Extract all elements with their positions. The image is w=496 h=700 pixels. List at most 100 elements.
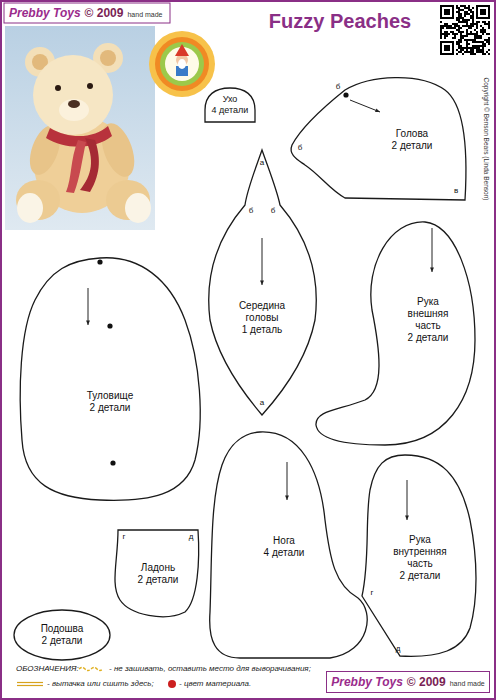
piece-count: 2 детали xyxy=(385,570,455,582)
seam-mark: б xyxy=(271,206,276,215)
body-piece: Туловище2 детали xyxy=(15,252,210,507)
piece-name: Ухо xyxy=(204,94,256,105)
head-piece: Голова2 детали xyxy=(286,70,472,204)
brand-year: © 2009 xyxy=(85,6,124,20)
qr-code xyxy=(438,3,492,57)
placement-dot xyxy=(343,92,348,97)
grain-line xyxy=(287,462,288,500)
piece-label: Подошва2 детали xyxy=(22,623,102,647)
piece-name: Туловище xyxy=(65,390,155,402)
seam-mark: а xyxy=(260,398,264,407)
color-swatch xyxy=(168,680,176,688)
piece-count: 2 детали xyxy=(65,402,155,414)
dart-line-sample xyxy=(16,680,44,688)
brand-name: Prebby Toys xyxy=(9,6,81,20)
cut-line xyxy=(316,222,475,445)
piece-name: Нога xyxy=(249,535,319,547)
brand-note: hand made xyxy=(450,680,485,687)
seam-mark: д xyxy=(396,644,401,653)
piece-count: 4 детали xyxy=(204,105,256,116)
placement-dot xyxy=(107,323,112,328)
legend-heading: ОБОЗНАЧЕНИЯ: xyxy=(16,664,79,673)
piece-count: 2 детали xyxy=(123,574,193,586)
opening-line-sample xyxy=(78,665,106,673)
piece-count: 4 детали xyxy=(249,547,319,559)
piece-label: Голова2 детали xyxy=(372,128,452,152)
seam-mark: в xyxy=(454,186,458,195)
grain-line xyxy=(262,238,263,285)
grain-arrowhead xyxy=(430,267,434,272)
brand-name: Prebby Toys xyxy=(331,675,403,689)
legend-text: - не зашивать, оставить место для вывора… xyxy=(109,664,311,673)
cut-line xyxy=(205,88,255,122)
grain-arrowhead xyxy=(260,280,264,285)
legend-item: - не зашивать, оставить место для вывора… xyxy=(78,664,311,673)
brand-note: hand made xyxy=(127,11,162,18)
sole-piece: Подошва2 детали xyxy=(12,608,112,662)
piece-name: Голова xyxy=(372,128,452,140)
leg-piece: Нога4 детали xyxy=(204,428,374,664)
piece-label: Нога4 детали xyxy=(249,535,319,559)
grain-line xyxy=(407,480,408,520)
piece-label: Туловище2 детали xyxy=(65,390,155,414)
grain-line xyxy=(88,288,89,325)
ear-piece: Ухо4 детали xyxy=(200,84,260,126)
cut-line xyxy=(20,258,200,501)
piece-count: 2 детали xyxy=(397,332,459,344)
brand-logo: Prebby Toys © 2009hand made xyxy=(9,6,162,20)
legend-text: - вытачка или сшить здесь; xyxy=(47,679,154,688)
seam-mark: г xyxy=(123,532,126,541)
grain-line xyxy=(350,100,380,112)
grain-line xyxy=(432,228,433,272)
logo-frame xyxy=(4,3,170,23)
seam-mark: д xyxy=(189,532,194,541)
piece-outline xyxy=(286,70,472,204)
cut-line xyxy=(209,150,316,415)
cut-line xyxy=(362,455,476,656)
sheet-title: Fuzzy Peaches xyxy=(250,10,430,33)
legend-item: - цвет материала. xyxy=(168,679,251,688)
piece-outline xyxy=(15,252,210,507)
piece-name: Рука внешняя часть xyxy=(397,296,459,332)
cut-line xyxy=(14,610,110,660)
piece-outline xyxy=(310,218,480,450)
placement-dot xyxy=(110,460,115,465)
piece-label: Ухо4 детали xyxy=(204,94,256,116)
cut-line xyxy=(291,78,466,200)
placement-dot xyxy=(97,259,102,264)
piece-name: Подошва xyxy=(22,623,102,635)
piece-label: Ладонь2 детали xyxy=(123,562,193,586)
bear-photo xyxy=(5,26,155,230)
piece-label: Рука внешняя часть2 детали xyxy=(397,296,459,344)
piece-label: Рука внутренняя часть2 детали xyxy=(385,534,455,582)
brand-logo: Prebby Toys © 2009 hand made xyxy=(326,671,490,693)
brand-year: © 2009 xyxy=(407,675,446,689)
seam-mark: г xyxy=(371,588,374,597)
logo-medallion xyxy=(149,31,215,97)
cut-line xyxy=(115,530,199,617)
piece-name: Рука внутренняя часть xyxy=(385,534,455,570)
legend-text: - цвет материала. xyxy=(179,679,251,688)
seam-mark: б xyxy=(336,82,341,91)
grain-arrowhead xyxy=(375,108,380,112)
copyright-note: Copyright © Benson Bears (Linda Benson) xyxy=(483,59,490,219)
inner-arm-piece: Рука внутренняя часть2 детали xyxy=(355,450,481,662)
piece-count: 2 детали xyxy=(22,635,102,647)
outer-arm-piece: Рука внешняя часть2 детали xyxy=(310,218,480,450)
legend-item: - вытачка или сшить здесь; xyxy=(16,679,154,688)
piece-name: Ладонь xyxy=(123,562,193,574)
grain-arrowhead xyxy=(405,515,409,520)
piece-count: 1 деталь xyxy=(231,324,293,336)
grain-arrowhead xyxy=(86,320,90,325)
seam-mark: б xyxy=(298,143,303,152)
cut-line xyxy=(210,432,368,658)
piece-outline xyxy=(203,146,323,420)
grain-arrowhead xyxy=(285,495,289,500)
head-gusset-piece: Середина головы1 деталь xyxy=(203,146,323,420)
piece-name: Середина головы xyxy=(231,300,293,324)
seam-mark: б xyxy=(249,206,254,215)
piece-label: Середина головы1 деталь xyxy=(231,300,293,336)
piece-count: 2 детали xyxy=(372,140,452,152)
seam-mark: а xyxy=(260,158,264,167)
